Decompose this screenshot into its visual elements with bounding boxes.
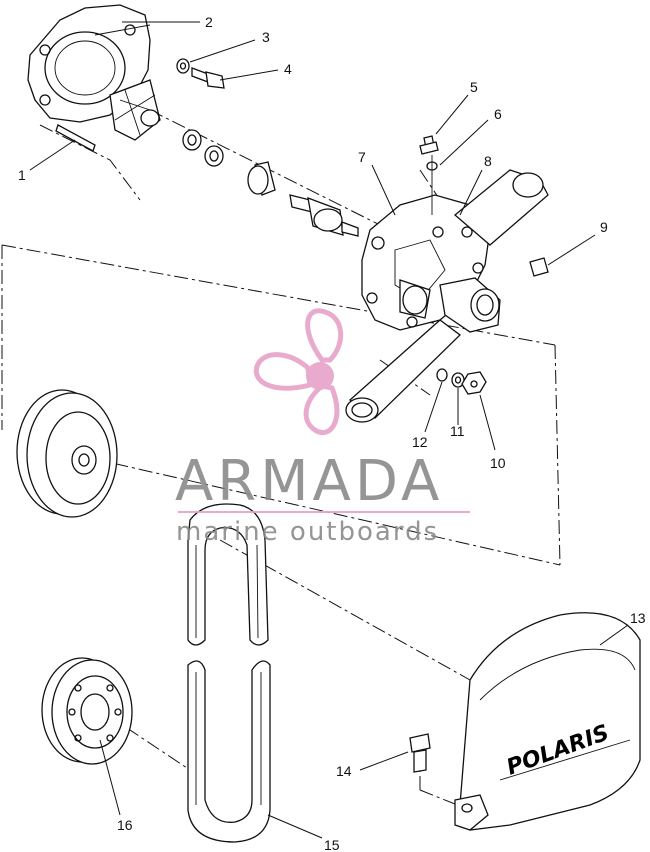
driven-pulley (41, 657, 133, 765)
pump-shaft (289, 194, 359, 237)
callout-9: 9 (600, 219, 608, 235)
watermark-title: ARMADA (175, 449, 443, 514)
callout-8: 8 (484, 153, 492, 169)
callout-3: 3 (262, 29, 270, 45)
callout-15: 15 (324, 837, 340, 852)
screw-and-washer (419, 135, 439, 215)
callout-1: 1 (18, 167, 26, 183)
drain-plug (529, 257, 549, 277)
leader-lines (29, 21, 629, 839)
watermark: ARMADA marine outboards (175, 308, 470, 547)
stud (55, 124, 96, 152)
callout-11: 11 (450, 423, 465, 439)
drive-pulley (16, 389, 118, 518)
belt-cover: POLARIS (454, 612, 641, 831)
lower-hose (345, 319, 461, 423)
washer (176, 58, 190, 74)
shaft-seals (182, 129, 276, 196)
callout-5: 5 (470, 79, 478, 95)
drive-belt (187, 503, 271, 843)
assembly-frame-lines (1, 109, 561, 811)
callout-7: 7 (358, 149, 366, 165)
upper-hose (453, 169, 549, 246)
bolt (191, 67, 225, 89)
watermark-subtitle: marine outboards (176, 517, 439, 547)
cover-bolt (409, 733, 431, 773)
callout-14: 14 (336, 763, 352, 779)
callout-2: 2 (205, 14, 213, 30)
propeller-logo (253, 308, 344, 435)
callout-10: 10 (490, 455, 506, 471)
impeller (109, 79, 161, 141)
callout-4: 4 (284, 61, 292, 77)
callout-13: 13 (630, 610, 646, 626)
pump-cover (361, 194, 501, 333)
callout-6: 6 (494, 106, 502, 122)
nut-and-washers (436, 368, 487, 395)
callout-numbers: 2 3 4 1 5 6 7 8 9 10 11 12 13 14 15 16 (18, 14, 646, 852)
callout-16: 16 (117, 817, 133, 833)
callout-12: 12 (412, 434, 428, 450)
